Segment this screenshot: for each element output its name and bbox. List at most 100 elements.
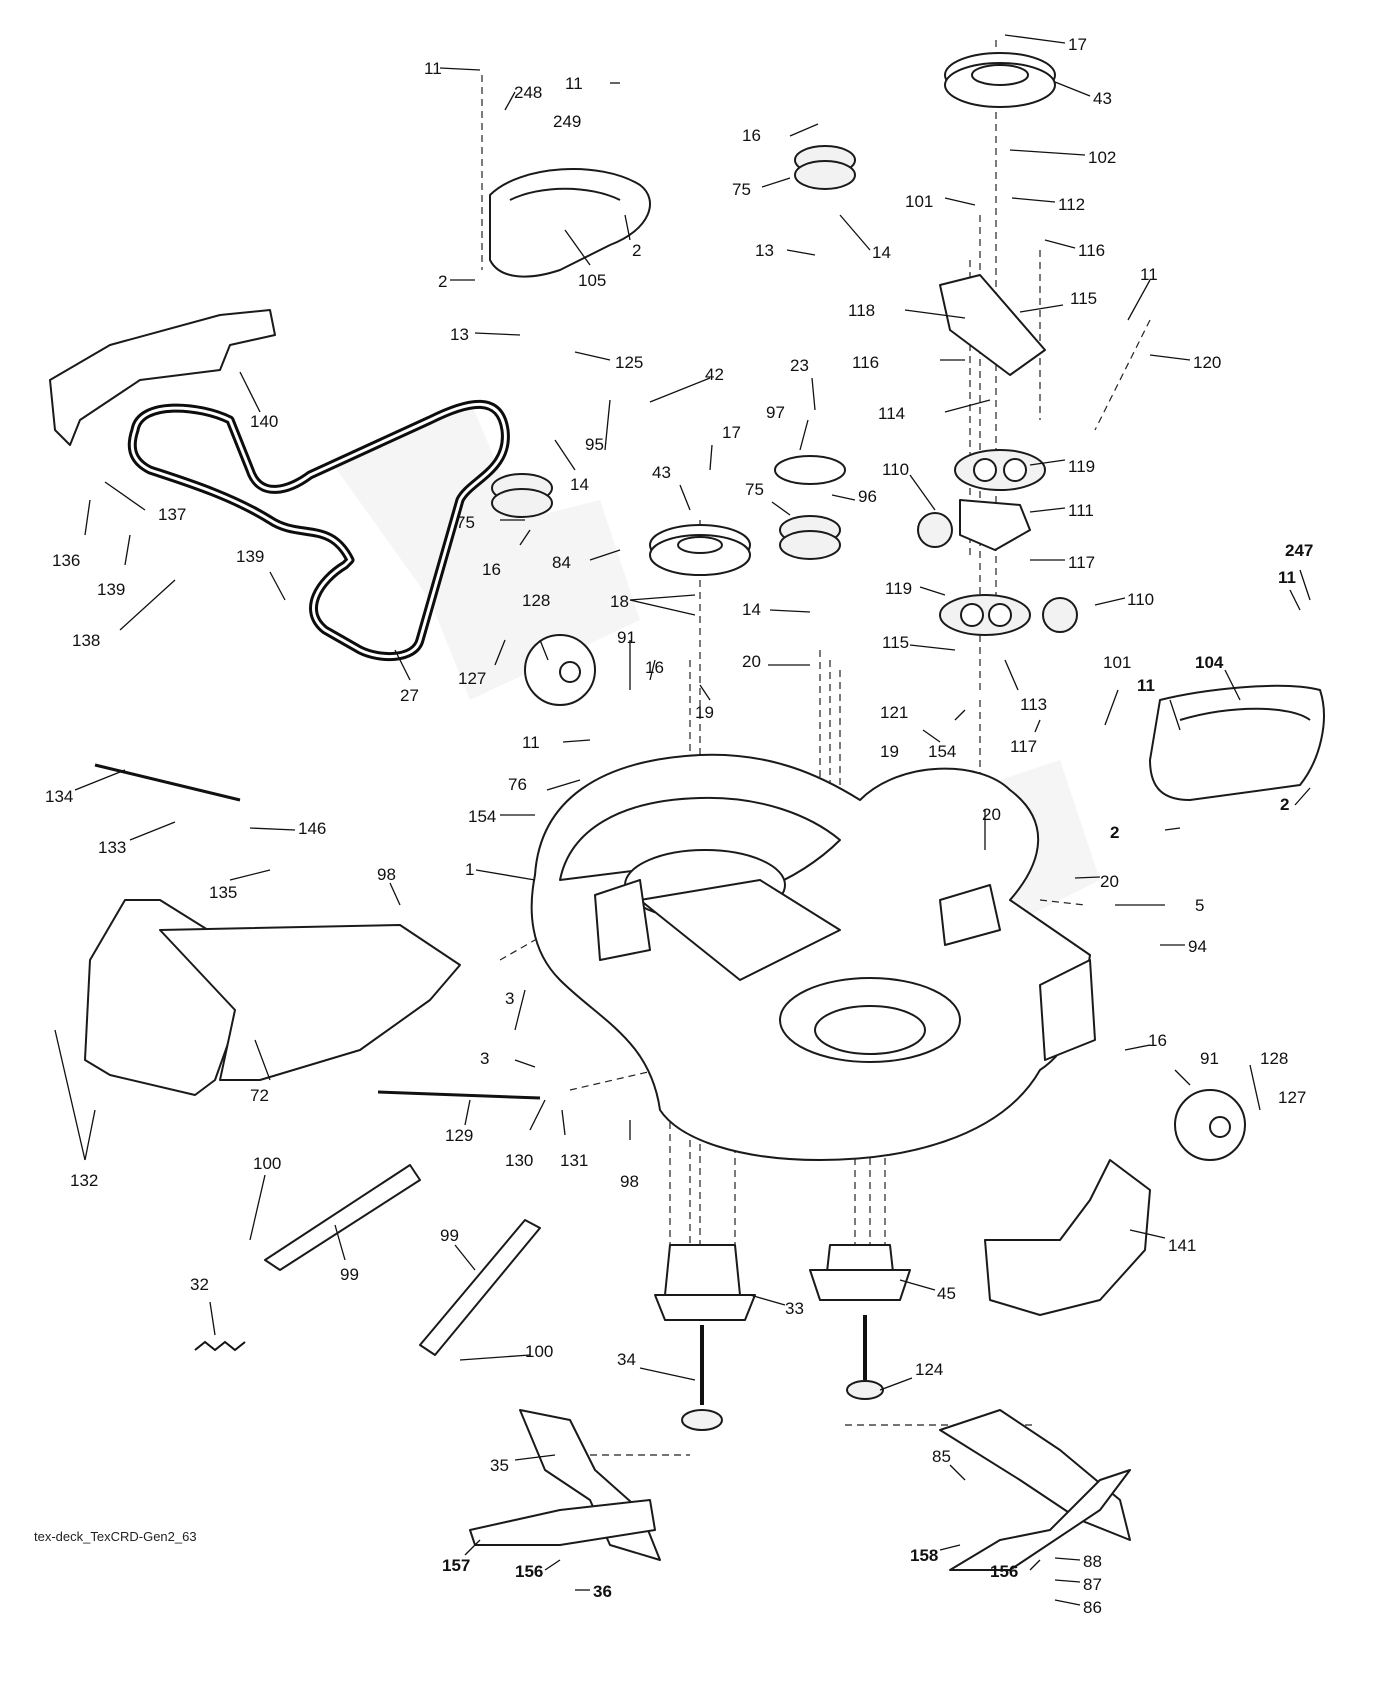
callout-label: 11 [522,733,540,752]
callout-label: 36 [593,1582,612,1601]
blade-35 [469,1409,661,1561]
callout-label: 91 [1200,1049,1219,1068]
callout-label: 27 [400,686,419,705]
callout-label: 128 [522,591,550,610]
callout-label: 75 [732,180,751,199]
callout-label: 118 [848,301,875,320]
callout-label: 18 [610,592,629,611]
rod-129 [377,1090,541,1100]
callout-label: 42 [705,365,724,384]
callout-label: 96 [858,487,877,506]
callout-label: 125 [615,353,643,372]
callout-label: 33 [785,1299,804,1318]
callout-label: 43 [1093,89,1112,108]
callout-label: 141 [1168,1236,1196,1255]
link-arm-99-right [419,1219,541,1356]
callout-label: 16 [742,126,761,145]
callout-label: 1 [465,860,474,879]
callout-label: 124 [915,1360,943,1379]
callout-label: 99 [340,1265,359,1284]
callout-label: 98 [377,865,396,884]
callout-label: 248 [514,83,542,102]
callout-label: 132 [70,1171,98,1190]
callout-label: 105 [578,271,606,290]
callout-label: 135 [209,883,237,902]
callout-label: 43 [652,463,671,482]
callout-label: 2 [1110,823,1119,842]
shaft-34 [681,1325,723,1431]
callout-label: 17 [1068,35,1087,54]
spring-32 [194,1340,246,1352]
gear-119-top [954,449,1046,491]
callout-label: 16 [1148,1031,1167,1050]
callout-label: 20 [742,652,761,671]
callout-label: 72 [250,1086,269,1105]
callout-label: 133 [98,838,126,857]
callout-label: 85 [932,1447,951,1466]
callout-label: 34 [617,1350,636,1369]
callout-label: 154 [928,742,956,761]
callout-label: 19 [695,703,714,722]
gear-110-left [917,512,953,548]
spindle-33 [654,1244,756,1321]
discharge-chute-72 [84,899,461,1096]
callout-label: 94 [1188,937,1207,956]
gasket-111 [959,499,1031,551]
callout-label: 117 [1068,553,1095,572]
callout-label: 128 [1260,1049,1288,1068]
callout-label: 249 [553,112,581,131]
mulch-kit-141 [984,1159,1151,1316]
callout-label: 115 [1070,289,1097,308]
pulley-75-mid [779,515,841,560]
gear-119-bottom [939,594,1031,636]
callout-leaders [54,34,1311,1606]
callout-label: 99 [440,1226,459,1245]
callout-label: 20 [1100,872,1119,891]
callout-label: 95 [585,435,604,454]
callout-label: 3 [505,989,514,1008]
pulley-43-top [944,52,1056,108]
belt-cover-right [1149,684,1325,801]
callout-label: 139 [236,547,264,566]
blade-85 [939,1409,1131,1571]
callout-label: 11 [1137,676,1155,695]
callout-label: 11 [1140,265,1158,284]
callout-label: 116 [1078,241,1105,260]
callout-label: 138 [72,631,100,650]
callout-label: 14 [742,600,761,619]
gauge-wheel-right [1174,1089,1246,1161]
shaft-124 [846,1315,884,1400]
callout-label: 104 [1195,653,1224,672]
callout-label: 13 [755,241,774,260]
callout-label: 19 [880,742,899,761]
drive-belt [127,399,510,662]
callout-label: 35 [490,1456,509,1475]
callout-label: 16 [645,658,664,677]
pulley-43-mid [649,524,751,576]
callout-label: 98 [620,1172,639,1191]
callout-label: 114 [878,404,905,423]
callout-label: 158 [910,1546,938,1565]
pulley-75-top [794,145,856,190]
callout-label: 156 [990,1562,1018,1581]
callout-label: 11 [565,74,583,93]
callout-label: 45 [937,1284,956,1303]
callout-label: 101 [1103,653,1131,672]
callout-label: 110 [882,460,909,479]
callout-label: 119 [885,579,912,598]
callout-label: 84 [552,553,571,572]
spindle-45 [809,1244,911,1301]
callout-label: 2 [1280,795,1289,814]
callout-label: 156 [515,1562,543,1581]
callout-label: 146 [298,819,326,838]
callout-label: 23 [790,356,809,375]
pulley-75-left [491,473,553,518]
callout-label: 116 [852,353,879,372]
callout-label: 75 [456,513,475,532]
callout-label: 112 [1058,195,1085,214]
callout-label: 13 [450,325,469,344]
callout-label: 11 [1278,568,1296,587]
callout-label: 127 [458,669,486,688]
callout-label: 247 [1285,541,1313,560]
